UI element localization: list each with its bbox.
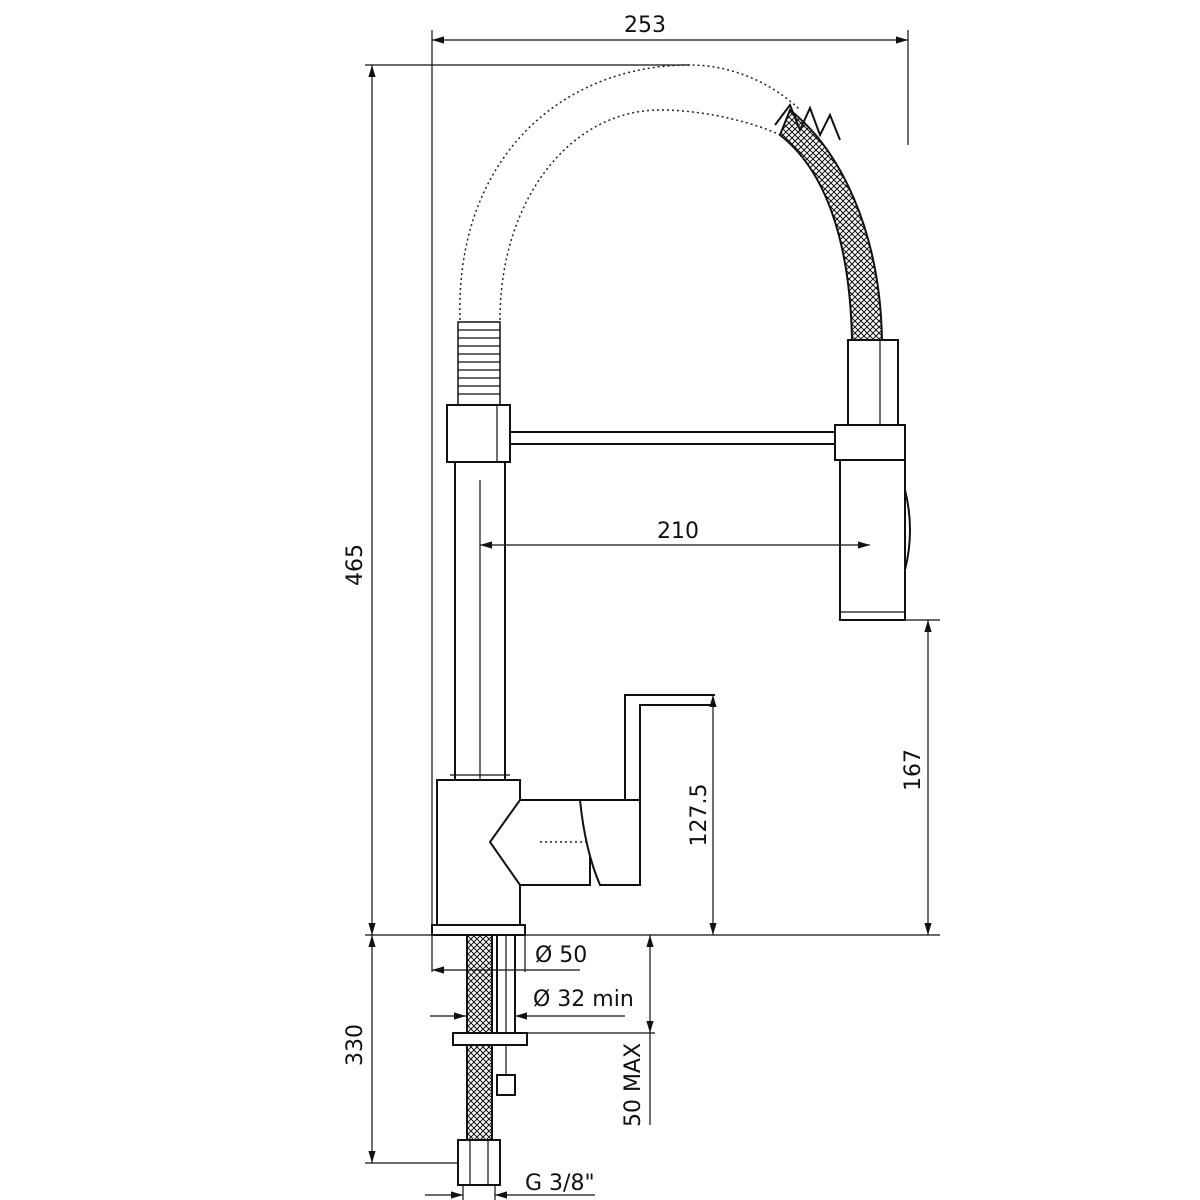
dimension-spout-reach: 210 xyxy=(480,519,870,549)
dimension-label-465: 465 xyxy=(343,544,368,586)
dimension-label-50-max: 50 MAX xyxy=(621,1043,646,1127)
dimension-label-253: 253 xyxy=(624,13,666,38)
dimension-handle-height: 127.5 xyxy=(687,695,717,935)
dimension-label-127-5: 127.5 xyxy=(687,784,712,847)
dimension-label-210: 210 xyxy=(657,519,699,544)
dimension-hose-length: 330 xyxy=(343,935,458,1164)
pull-down-hose xyxy=(459,64,884,341)
dimension-label-167: 167 xyxy=(901,749,926,791)
dimension-base-diameter: Ø 50 xyxy=(431,935,587,974)
dimension-label-g-3-8: G 3/8" xyxy=(525,1171,595,1196)
dimension-connection-thread: G 3/8" xyxy=(425,1171,595,1200)
spout-arm xyxy=(509,431,836,445)
dimension-total-width: 253 xyxy=(431,13,909,935)
spring-coil xyxy=(457,321,501,406)
dimension-label-330: 330 xyxy=(343,1024,368,1066)
dimension-deck-thickness: 50 MAX xyxy=(527,935,655,1127)
under-counter-assembly xyxy=(452,934,528,1186)
dimension-total-height: 465 xyxy=(343,64,940,936)
faucet-body xyxy=(431,774,600,936)
spray-head xyxy=(834,339,911,621)
lever-handle xyxy=(578,694,715,886)
dimension-label-diameter-32: Ø 32 min xyxy=(533,987,634,1012)
faucet-column xyxy=(446,404,511,781)
dimension-outlet-height: 167 xyxy=(901,619,940,935)
dimension-hole-diameter: Ø 32 min xyxy=(430,987,634,1020)
dimension-label-diameter-50: Ø 50 xyxy=(535,943,587,968)
